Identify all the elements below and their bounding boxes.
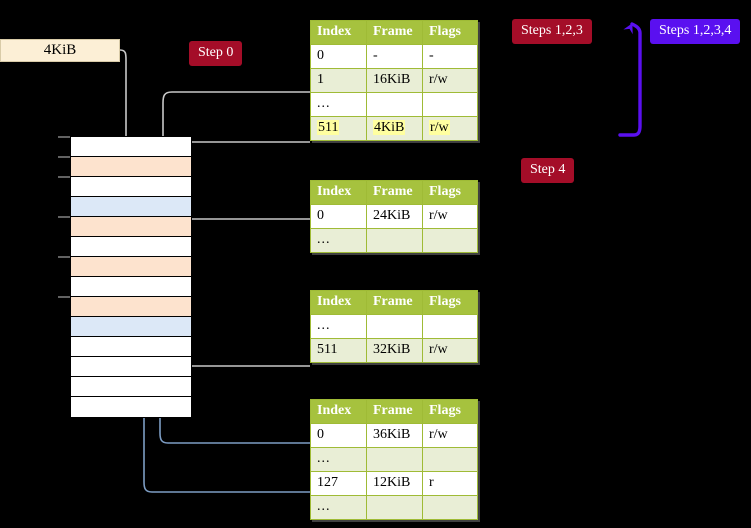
- memory-row: [71, 397, 191, 417]
- table-row: ...: [310, 447, 478, 472]
- cell-flags: [422, 92, 478, 117]
- column-header-flags: Flags: [422, 180, 478, 205]
- memory-row: [71, 357, 191, 377]
- page-table-level-3: Index Frame Flags ... 511 32KiB r/w: [310, 290, 478, 363]
- cell-flags: r/w: [422, 68, 478, 93]
- column-header-frame: Frame: [366, 180, 423, 205]
- table-header-row: Index Frame Flags: [310, 290, 478, 315]
- cell-index: 511: [310, 338, 367, 363]
- badge-step-4: Step 4: [521, 158, 575, 183]
- cell-index: ...: [310, 495, 367, 520]
- physical-memory-column: [70, 136, 192, 418]
- cell-index-highlight: 511: [317, 120, 340, 135]
- table-row: ...: [310, 495, 478, 520]
- cell-frame: [366, 92, 423, 117]
- badge-steps-123: Steps 1,2,3: [512, 19, 592, 44]
- column-header-frame: Frame: [366, 20, 423, 45]
- table-row: 0 - -: [310, 44, 478, 69]
- memory-row: [71, 337, 191, 357]
- table-header-row: Index Frame Flags: [310, 20, 478, 45]
- cell-flags: r/w: [422, 204, 478, 229]
- column-header-index: Index: [310, 180, 367, 205]
- wire-t3-32kib-to-memory: [170, 311, 310, 367]
- cell-flags: r/w: [422, 116, 478, 141]
- table-header-row: Index Frame Flags: [310, 399, 478, 424]
- memory-row: [71, 157, 191, 177]
- cell-flags: r: [422, 471, 478, 496]
- badge-steps-1234: Steps 1,2,3,4: [650, 19, 741, 44]
- cell-frame: [366, 228, 423, 253]
- cell-index: 511: [310, 116, 367, 141]
- page-table-level-1: Index Frame Flags 0 - - 1 16KiB r/w ...: [310, 20, 478, 141]
- cell-flags-highlight: r/w: [429, 120, 450, 135]
- table-row: 1 16KiB r/w: [310, 68, 478, 93]
- cell-frame: 32KiB: [366, 338, 423, 363]
- cell-index: ...: [310, 447, 367, 472]
- page-table-level-4: Index Frame Flags 0 36KiB r/w ... 127 12…: [310, 399, 478, 520]
- column-header-index: Index: [310, 399, 367, 424]
- memory-row: [71, 197, 191, 217]
- cell-flags: r/w: [422, 338, 478, 363]
- memory-row: [71, 297, 191, 317]
- memory-row: [71, 137, 191, 157]
- cell-frame: -: [366, 44, 423, 69]
- table-row: 511 4KiB r/w: [310, 116, 478, 141]
- table-row: 511 32KiB r/w: [310, 338, 478, 363]
- cell-frame: 4KiB: [366, 116, 423, 141]
- column-header-flags: Flags: [422, 290, 478, 315]
- cell-index: 0: [310, 204, 367, 229]
- wire-4kib-to-memory: [119, 49, 133, 154]
- table-row: ...: [310, 92, 478, 117]
- cell-flags: r/w: [422, 423, 478, 448]
- memory-row: [71, 257, 191, 277]
- cell-flags: [422, 447, 478, 472]
- memory-row: [71, 217, 191, 237]
- cell-index: 1: [310, 68, 367, 93]
- cell-frame-highlight: 4KiB: [373, 120, 406, 135]
- column-header-flags: Flags: [422, 399, 478, 424]
- cell-index: 0: [310, 44, 367, 69]
- cell-frame: 12KiB: [366, 471, 423, 496]
- cell-index: 127: [310, 471, 367, 496]
- table-row: 127 12KiB r: [310, 471, 478, 496]
- column-header-frame: Frame: [366, 399, 423, 424]
- memory-row: [71, 317, 191, 337]
- column-header-index: Index: [310, 20, 367, 45]
- cell-index: ...: [310, 92, 367, 117]
- column-header-flags: Flags: [422, 20, 478, 45]
- memory-row: [71, 237, 191, 257]
- wire-t1-4kib-to-memory: [177, 141, 310, 220]
- memory-row: [71, 177, 191, 197]
- table-row: 0 24KiB r/w: [310, 204, 478, 229]
- cell-flags: [422, 495, 478, 520]
- cell-frame: [366, 495, 423, 520]
- table-header-row: Index Frame Flags: [310, 180, 478, 205]
- table-row: ...: [310, 228, 478, 253]
- cell-frame: 16KiB: [366, 68, 423, 93]
- wire-steps-1234-bracket: [618, 22, 642, 137]
- column-header-index: Index: [310, 290, 367, 315]
- cell-flags: [422, 314, 478, 339]
- cell-index: ...: [310, 314, 367, 339]
- cell-flags: -: [422, 44, 478, 69]
- memory-row: [71, 377, 191, 397]
- table-row: ...: [310, 314, 478, 339]
- cell-frame: 36KiB: [366, 423, 423, 448]
- memory-row: [71, 277, 191, 297]
- page-table-level-2: Index Frame Flags 0 24KiB r/w ...: [310, 180, 478, 253]
- cell-frame: [366, 447, 423, 472]
- wire-t2-24kib-to-memory: [176, 218, 310, 260]
- table-row: 0 36KiB r/w: [310, 423, 478, 448]
- cell-index: 0: [310, 423, 367, 448]
- page-size-label: 4KiB: [0, 39, 120, 62]
- cell-index: ...: [310, 228, 367, 253]
- page-size-text: 4KiB: [43, 42, 77, 58]
- cell-frame: 24KiB: [366, 204, 423, 229]
- column-header-frame: Frame: [366, 290, 423, 315]
- badge-step-0: Step 0: [189, 41, 243, 66]
- cell-flags: [422, 228, 478, 253]
- cell-frame: [366, 314, 423, 339]
